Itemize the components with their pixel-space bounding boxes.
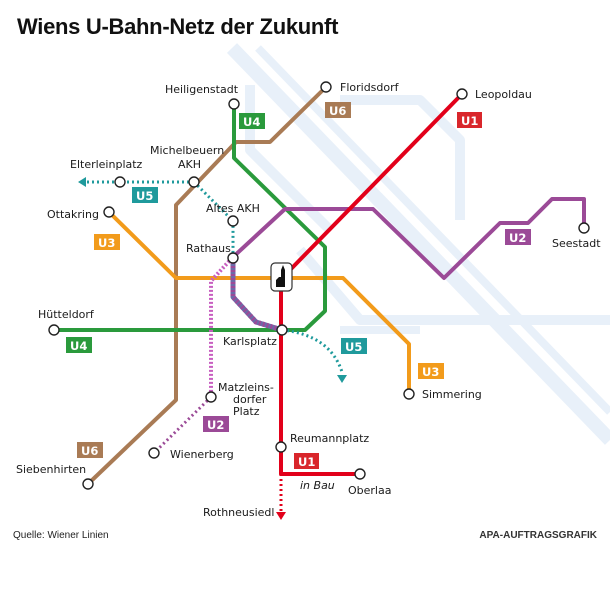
label-michelbeuern-1: Michelbeuern xyxy=(150,144,224,157)
label-huetteldorf: Hütteldorf xyxy=(38,308,95,321)
page-title: Wiens U-Bahn-Netz der Zukunft xyxy=(17,14,339,39)
label-reumannplatz: Reumannplatz xyxy=(290,432,369,445)
station-seestadt[interactable] xyxy=(578,222,590,234)
line-u4[interactable] xyxy=(54,104,327,332)
badge-u5-west: U5 xyxy=(132,187,158,203)
badge-u4: U4 xyxy=(239,113,265,129)
danube-river xyxy=(226,43,610,445)
station-rathaus[interactable] xyxy=(227,252,239,264)
line-u6[interactable] xyxy=(86,85,328,486)
line-u1[interactable] xyxy=(288,92,464,272)
label-seestadt: Seestadt xyxy=(552,237,601,250)
svg-text:U1: U1 xyxy=(461,114,478,128)
station-huetteldorf[interactable] xyxy=(48,324,60,336)
station-siebenhirten[interactable] xyxy=(82,478,94,490)
u5-arrow-down xyxy=(337,375,347,383)
station-oberlaa[interactable] xyxy=(354,468,366,480)
svg-text:U6: U6 xyxy=(81,444,98,458)
u1-arrow-down xyxy=(276,512,286,520)
station-markers xyxy=(48,81,590,490)
badge-u6-north: U6 xyxy=(325,102,351,118)
badge-u4-west: U4 xyxy=(66,337,92,353)
station-simmering[interactable] xyxy=(403,388,415,400)
label-in-bau: in Bau xyxy=(300,479,335,492)
source-note: Quelle: Wiener Linien xyxy=(13,530,109,541)
svg-text:U5: U5 xyxy=(136,189,153,203)
station-leopoldau[interactable] xyxy=(456,88,468,100)
label-floridsdorf: Floridsdorf xyxy=(340,81,400,94)
label-matzleinsdorf-1: Matzleins- xyxy=(218,381,274,394)
svg-text:U4: U4 xyxy=(243,115,260,129)
station-michelbeuern[interactable] xyxy=(188,176,200,188)
badge-u1-north: U1 xyxy=(457,112,482,128)
line-u3[interactable] xyxy=(107,210,411,394)
badge-u3-east: U3 xyxy=(418,363,444,379)
credit-note: APA-AUFTRAGSGRAFIK xyxy=(479,530,597,541)
line-u2-u5-trunk xyxy=(230,258,283,333)
badge-u6-south: U6 xyxy=(77,442,103,458)
line-u2-wienerberg xyxy=(152,395,213,455)
label-rathaus: Rathaus xyxy=(186,242,231,255)
label-leopoldau: Leopoldau xyxy=(475,88,532,101)
station-altes-akh[interactable] xyxy=(227,215,239,227)
label-matzleinsdorf-3: Platz xyxy=(233,405,260,418)
badge-u1-south: U1 xyxy=(294,453,319,469)
station-reumannplatz[interactable] xyxy=(275,441,287,453)
station-wienerberg[interactable] xyxy=(148,447,160,459)
station-karlsplatz[interactable] xyxy=(276,324,288,336)
svg-text:U5: U5 xyxy=(345,340,362,354)
stephansdom-icon[interactable] xyxy=(270,262,293,292)
label-rothneusiedl: Rothneusiedl xyxy=(203,506,274,519)
line-u2-extension xyxy=(209,256,234,397)
svg-text:U3: U3 xyxy=(422,365,439,379)
badge-u2-south: U2 xyxy=(203,416,229,432)
svg-text:U4: U4 xyxy=(70,339,87,353)
svg-text:U2: U2 xyxy=(207,418,224,432)
svg-text:U6: U6 xyxy=(329,104,346,118)
label-altes-akh: Altes AKH xyxy=(206,202,260,215)
svg-text:U1: U1 xyxy=(298,455,315,469)
station-matzleinsdorf[interactable] xyxy=(205,391,217,403)
u5-arrow-left xyxy=(78,177,86,187)
station-heiligenstadt[interactable] xyxy=(228,98,240,110)
badge-u3-west: U3 xyxy=(94,234,120,250)
label-michelbeuern-2: AKH xyxy=(178,158,201,171)
label-ottakring: Ottakring xyxy=(47,208,99,221)
svg-text:U3: U3 xyxy=(98,236,115,250)
station-ottakring[interactable] xyxy=(103,206,115,218)
label-heiligenstadt: Heiligenstadt xyxy=(165,83,239,96)
badge-u5-south: U5 xyxy=(341,338,367,354)
label-siebenhirten: Siebenhirten xyxy=(16,463,86,476)
svg-text:U2: U2 xyxy=(509,231,526,245)
label-oberlaa: Oberlaa xyxy=(348,484,391,497)
badge-u2-east: U2 xyxy=(505,229,531,245)
line-u2[interactable] xyxy=(230,197,586,280)
label-matzleinsdorf-2: dorfer xyxy=(233,393,267,406)
label-wienerberg: Wienerberg xyxy=(170,448,234,461)
station-floridsdorf[interactable] xyxy=(320,81,332,93)
line-u5-south xyxy=(281,328,344,373)
station-elterleinplatz[interactable] xyxy=(114,176,126,188)
label-karlsplatz: Karlsplatz xyxy=(223,335,277,348)
label-elterleinplatz: Elterleinplatz xyxy=(70,158,143,171)
label-simmering: Simmering xyxy=(422,388,482,401)
